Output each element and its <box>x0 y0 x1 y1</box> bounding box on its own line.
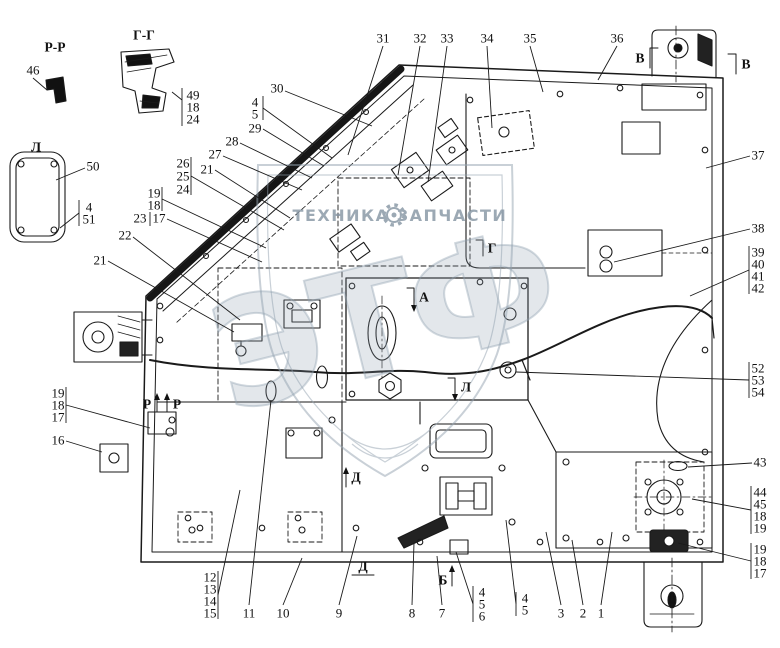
leader-line <box>427 45 448 183</box>
leader-line <box>284 90 373 127</box>
watermark-shield <box>256 164 514 478</box>
leader-line <box>545 531 562 606</box>
leader-line <box>347 45 384 156</box>
leader-line <box>132 236 241 321</box>
leader-line <box>171 91 183 101</box>
bottom-center-parts <box>397 399 557 555</box>
bottom-right-block <box>555 451 713 553</box>
leader-line <box>282 557 303 606</box>
leader-line <box>59 212 80 229</box>
arch-curve <box>656 299 713 463</box>
leader-line <box>705 155 751 169</box>
left-motor <box>73 311 153 363</box>
leader-line <box>222 155 303 191</box>
central-block <box>265 277 529 402</box>
center-top-parts <box>329 117 469 262</box>
left-middle-parts <box>231 299 321 357</box>
leader-line <box>217 489 241 596</box>
watermark-word-right: ЗАПЧАСТИ <box>397 206 508 225</box>
leader-line <box>55 167 86 181</box>
watermark: ЭТФ ТЕХНИКА ЗАПЧАСТИ <box>194 164 571 478</box>
leader-line <box>65 440 103 453</box>
watermark-banner: ТЕХНИКА ЗАПЧАСТИ <box>293 203 508 227</box>
leader-lines <box>32 45 753 622</box>
leader-line <box>597 45 618 81</box>
leader-line <box>691 498 752 511</box>
leader-line <box>613 228 751 263</box>
leader-line <box>529 45 544 93</box>
p-section-part <box>147 411 177 437</box>
leader-line <box>397 45 421 176</box>
left-bracket-16 <box>99 443 129 473</box>
leader-line <box>411 542 415 606</box>
leader-line <box>161 198 267 249</box>
leader-line <box>436 555 443 606</box>
leader-line <box>248 399 272 606</box>
upper-right-parts <box>465 83 713 277</box>
top-mount-tab <box>651 25 717 83</box>
leader-line <box>190 175 285 231</box>
detail-gg-part <box>120 48 175 114</box>
detail-pp-part <box>45 76 67 104</box>
watermark-monogram: ЭТФ <box>195 195 570 447</box>
gear-icon <box>382 203 406 227</box>
leader-line <box>455 551 474 605</box>
bottom-mount-tab <box>643 557 703 633</box>
leader-line <box>166 218 263 263</box>
screws <box>156 84 709 546</box>
leader-line <box>600 531 613 606</box>
wiring-harness <box>149 305 715 381</box>
watermark-word-left: ТЕХНИКА <box>293 206 390 225</box>
leader-line <box>689 269 750 297</box>
leader-line <box>515 371 750 381</box>
leader-line <box>239 142 313 179</box>
leader-line <box>571 539 584 606</box>
leader-line <box>687 462 753 468</box>
leader-line <box>505 519 517 605</box>
panel-drawing <box>9 25 737 633</box>
leader-line <box>262 128 325 167</box>
leader-line <box>486 45 493 129</box>
leader-line <box>677 542 752 562</box>
leader-line <box>338 535 358 606</box>
panel-outline <box>140 64 724 563</box>
detail-plate-part <box>9 151 66 243</box>
leader-line <box>32 77 48 91</box>
leader-line <box>65 404 151 429</box>
leader-line <box>262 107 333 159</box>
section-marks <box>154 47 737 587</box>
leader-line <box>214 169 291 219</box>
windshield-edge <box>146 65 425 324</box>
leader-line <box>107 260 235 333</box>
